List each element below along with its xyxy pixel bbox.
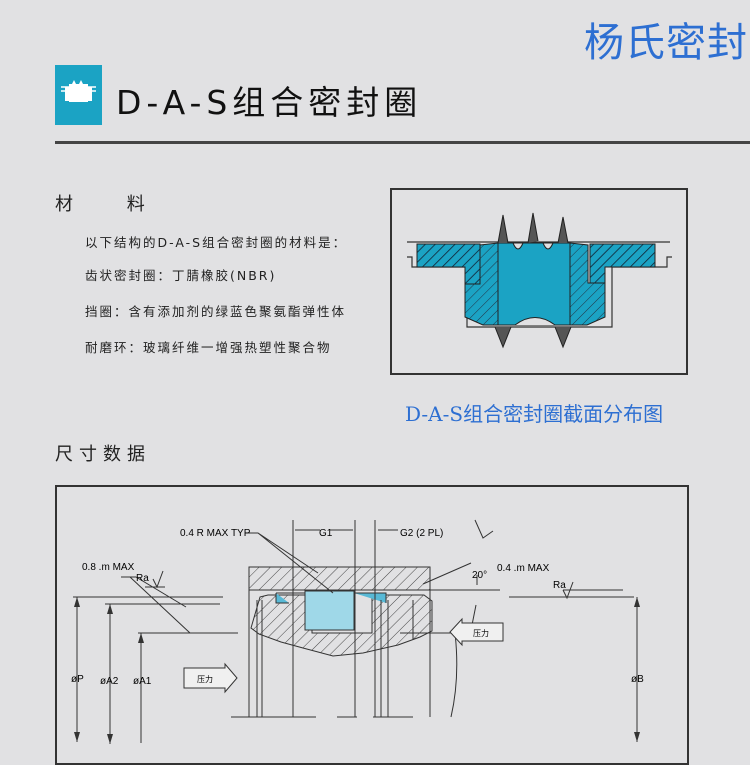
materials-heading: 材 料: [55, 194, 169, 215]
dia-a2-label: øA2: [100, 676, 119, 687]
dia-b-label: øB: [631, 674, 644, 685]
material-item: 齿状密封圈：丁腈橡胶(NBR): [85, 268, 277, 283]
brand-name: 杨氏密封: [584, 20, 748, 66]
cross-section-caption: D-A-S组合密封圈截面分布图: [405, 402, 664, 426]
g2-label: G2 (2 PL): [400, 528, 443, 539]
page-title: D-A-S组合密封圈: [116, 83, 423, 122]
ra-right-label: Ra: [553, 580, 566, 591]
materials-intro: 以下结构的D-A-S组合密封圈的材料是：: [85, 235, 348, 250]
dia-a1-label: øA1: [133, 676, 152, 687]
title-divider: [55, 141, 750, 144]
pressure-left-label: 压力: [197, 674, 213, 684]
roughness-left-label: 0.8 .m MAX: [82, 562, 135, 573]
dimension-drawing: 0.4 R MAX TYP G1 G2 (2 PL) 0.8 .m MAX Ra…: [71, 519, 644, 744]
dia-p-label: øP: [71, 674, 84, 685]
material-item: 耐磨环：玻璃纤维一增强热塑性聚合物: [85, 340, 332, 355]
pressure-right-label: 压力: [473, 628, 489, 638]
g1-label: G1: [319, 528, 333, 539]
cross-section-diagram: [407, 212, 672, 349]
cross-section-frame: [390, 188, 688, 375]
dimensions-heading: 尺寸数据: [55, 444, 151, 465]
seal-logo-icon: [55, 65, 102, 125]
roughness-right-label: 0.4 .m MAX: [497, 563, 550, 574]
ra-left-label: Ra: [136, 573, 149, 584]
angle-label: 20°: [472, 570, 487, 581]
radius-label: 0.4 R MAX TYP: [180, 528, 251, 539]
material-item: 挡圈：含有添加剂的绿蓝色聚氨酯弹性体: [85, 304, 347, 319]
